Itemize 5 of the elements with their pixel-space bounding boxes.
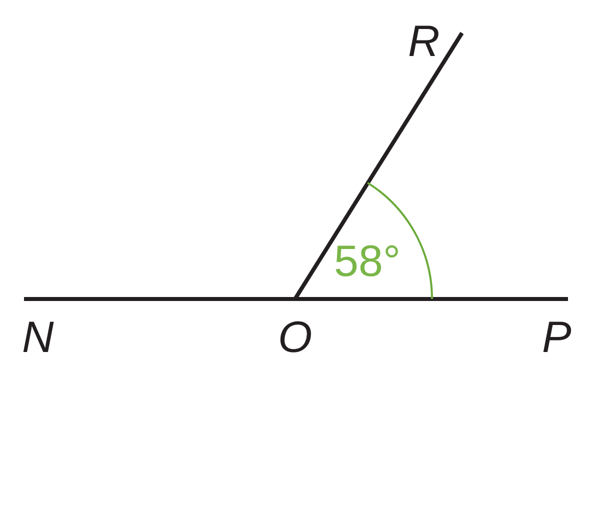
angle-label: 58° <box>334 240 401 284</box>
point-label: N <box>22 316 54 360</box>
point-label: O <box>278 316 312 360</box>
point-label: R <box>408 20 440 64</box>
point-label: P <box>542 316 572 360</box>
